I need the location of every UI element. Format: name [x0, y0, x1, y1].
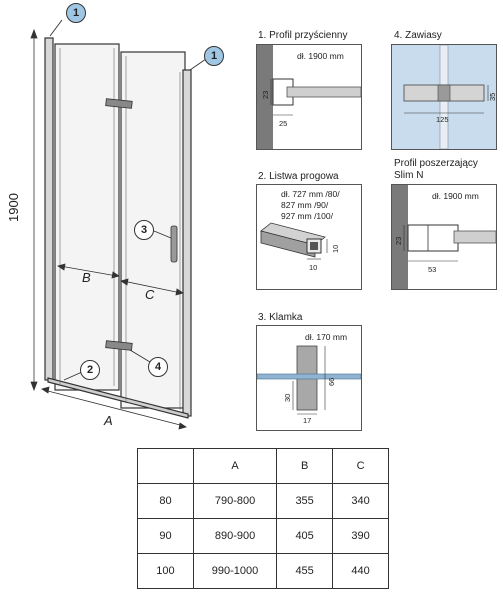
table-row: 100 990-1000 455 440 — [137, 553, 389, 589]
handle-dim-66: 66 — [327, 377, 336, 386]
width-label-a: A — [104, 413, 113, 428]
extension-profile-length: dł. 1900 mm — [432, 191, 479, 201]
table-cell: 80 — [137, 483, 194, 519]
hinges-dim-w: 125 — [436, 115, 449, 124]
table-row: 80 790-800 355 340 — [137, 483, 389, 519]
table-header-cell: A — [192, 448, 278, 484]
table-cell: 340 — [332, 483, 389, 519]
table-cell: 440 — [332, 553, 389, 589]
threshold-bar — [47, 377, 189, 419]
table-cell: 890-900 — [192, 518, 278, 554]
handle-title: 3. Klamka — [258, 312, 303, 323]
table-cell: 790-800 — [192, 483, 278, 519]
extension-profile-panel: dł. 1900 mm 23 53 — [391, 184, 497, 290]
callout-1-top-right: 1 — [204, 46, 224, 66]
handle-panel: dł. 170 mm 66 30 17 — [256, 325, 362, 431]
width-label-b: B — [82, 270, 91, 285]
wall-profile-length: dł. 1900 mm — [297, 51, 344, 61]
hinges-dim-h: 35 — [488, 92, 497, 101]
threshold-length-1: dł. 727 mm /80/ — [281, 189, 340, 199]
table-header-cell: C — [332, 448, 389, 484]
table-cell: 390 — [332, 518, 389, 554]
extension-profile-title-2: Slim N — [394, 170, 424, 181]
threshold-title: 2. Listwa progowa — [258, 171, 339, 182]
threshold-dim-h: 10 — [331, 244, 340, 253]
threshold-panel: dł. 727 mm /80/ 827 mm /90/ 927 mm /100/… — [256, 184, 362, 290]
table-cell: 100 — [137, 553, 194, 589]
table-cell: 455 — [276, 553, 334, 589]
handle-dim-30: 30 — [283, 393, 292, 402]
left-wall-profile — [44, 37, 54, 381]
table-header-row: A B C — [137, 448, 389, 484]
table-cell: 405 — [276, 518, 334, 554]
wall-profile-dim-h: 23 — [261, 90, 270, 99]
door-leaf-left — [54, 43, 120, 391]
height-label: 1900 — [6, 193, 21, 222]
table-cell: 990-1000 — [192, 553, 278, 589]
table-cell: 90 — [137, 518, 194, 554]
callout-3: 3 — [134, 220, 154, 240]
callout-2: 2 — [80, 360, 100, 380]
hinges-panel: 35 125 — [391, 44, 497, 150]
right-wall-profile — [182, 69, 192, 417]
hinge-top — [105, 98, 133, 109]
width-label-c: C — [145, 287, 155, 302]
dimensions-table: A B C 80 790-800 355 340 90 890-900 405 … — [137, 448, 389, 589]
wall-profile-dim-w: 25 — [279, 119, 288, 128]
threshold-length-3: 927 mm /100/ — [281, 211, 333, 221]
table-cell: 355 — [276, 483, 334, 519]
threshold-dim-w: 10 — [309, 263, 318, 272]
handle-length: dł. 170 mm — [305, 332, 348, 342]
extension-profile-title-1: Profil poszerzający — [394, 158, 478, 169]
callout-4: 4 — [148, 357, 168, 377]
door-handle — [170, 225, 178, 263]
table-header-cell — [137, 448, 194, 484]
extension-profile-dim-h: 23 — [394, 236, 403, 245]
hinges-title: 4. Zawiasy — [394, 30, 442, 41]
door-diagram — [30, 19, 207, 430]
table-row: 90 890-900 405 390 — [137, 518, 389, 554]
hinge-bottom — [105, 340, 133, 351]
extension-profile-dim-w: 53 — [428, 265, 437, 274]
threshold-length-2: 827 mm /90/ — [281, 200, 329, 210]
handle-dim-17: 17 — [303, 416, 312, 425]
wall-profile-title: 1. Profil przyścienny — [258, 30, 348, 41]
table-header-cell: B — [276, 448, 334, 484]
callout-1-top-left: 1 — [66, 3, 86, 23]
wall-profile-panel: dł. 1900 mm 23 25 — [256, 44, 362, 150]
